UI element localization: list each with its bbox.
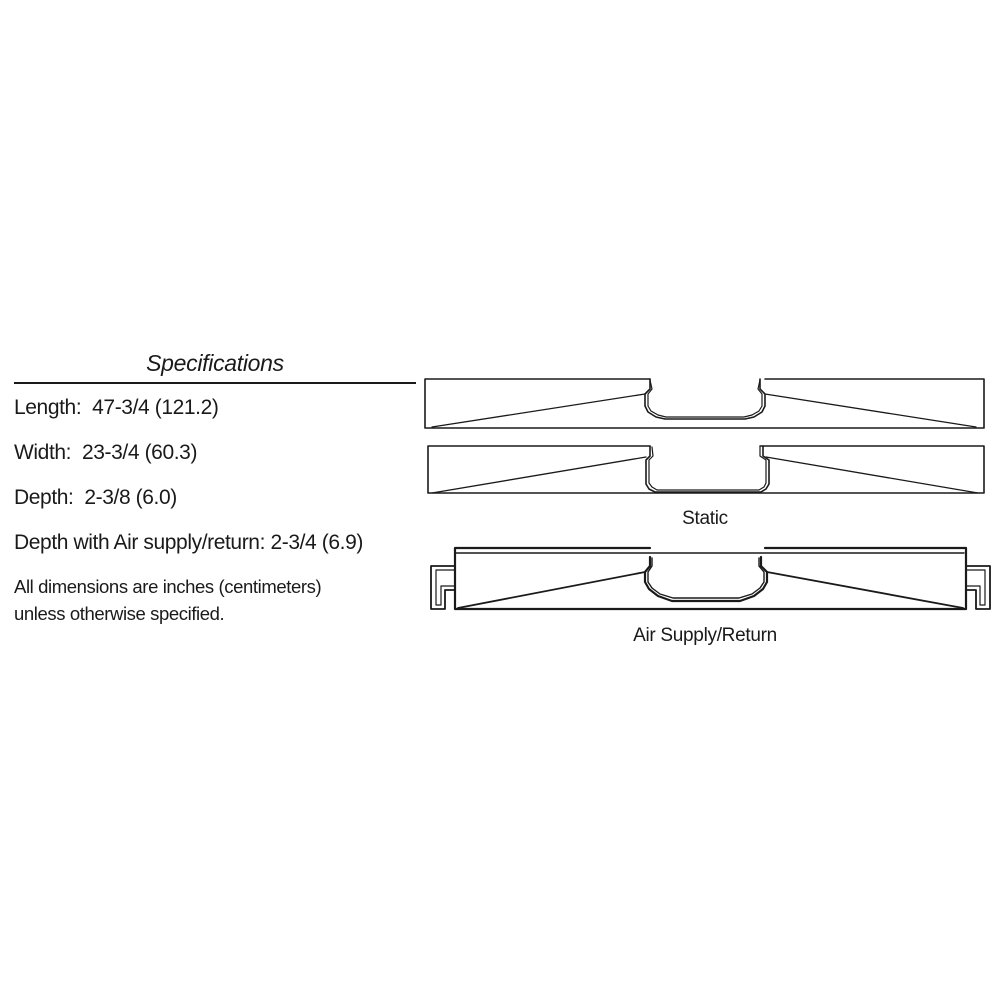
static-profile-bottom	[427, 445, 985, 494]
air-supply-return-profile	[430, 546, 991, 611]
right-bracket	[965, 565, 991, 610]
specifications-divider	[14, 382, 416, 384]
specifications-title: Specifications	[146, 350, 284, 376]
specifications-panel: Specifications Length: 47-3/4 (121.2) Wi…	[14, 350, 416, 627]
static-profile-top	[424, 378, 985, 429]
spec-width-value: 23-3/4 (60.3)	[82, 441, 198, 464]
spec-depth-air-label: Depth with Air supply/return:	[14, 531, 266, 554]
spec-width-label: Width:	[14, 441, 72, 464]
air-supply-return-caption: Air Supply/Return	[633, 625, 777, 646]
left-bracket	[430, 565, 456, 610]
static-caption: Static	[682, 508, 728, 529]
spec-depth-label: Depth:	[14, 486, 74, 509]
spec-depth-air-value: 2-3/4 (6.9)	[270, 531, 363, 554]
spec-depth-value: 2-3/8 (6.0)	[84, 486, 177, 509]
dimensions-note-line1: All dimensions are inches (centimeters)	[14, 576, 322, 597]
spec-width: Width: 23-3/4 (60.3)	[14, 441, 416, 465]
spec-depth: Depth: 2-3/8 (6.0)	[14, 486, 416, 510]
spec-length-value: 47-3/4 (121.2)	[92, 396, 219, 419]
spec-depth-air: Depth with Air supply/return: 2-3/4 (6.9…	[14, 531, 416, 555]
dimensions-note-line2: unless otherwise specified.	[14, 603, 225, 624]
dimensions-note: All dimensions are inches (centimeters) …	[14, 573, 416, 627]
spec-length: Length: 47-3/4 (121.2)	[14, 396, 416, 420]
spec-length-label: Length:	[14, 396, 82, 419]
